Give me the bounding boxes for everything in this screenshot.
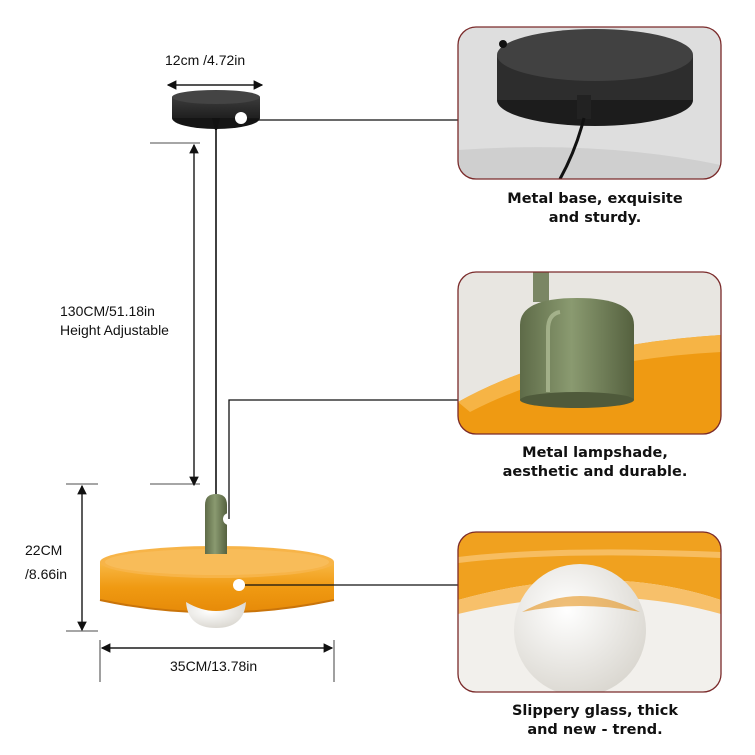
- callout-glass-line1: Slippery glass, thick: [511, 703, 679, 719]
- callout-shade-caption: Metal lampshade, aesthetic and durable.: [465, 444, 725, 482]
- callout-photo-base: [457, 26, 722, 180]
- callout-photo-lampshade: [457, 271, 722, 435]
- height-cm-label: 22CM: [25, 542, 63, 558]
- glass-bulb: [186, 602, 246, 628]
- callout-shade-line2: aesthetic and durable.: [502, 464, 688, 480]
- callout-base-caption: Metal base, exquisite and sturdy.: [465, 190, 725, 228]
- base-width-label: 12cm /4.72in: [165, 52, 246, 68]
- callout-base-line2: and sturdy.: [548, 210, 642, 226]
- callout-glass-line2: and new - trend.: [527, 722, 663, 738]
- orange-shade: [99, 540, 335, 614]
- height-in-label: /8.66in: [25, 566, 68, 582]
- ceiling-canopy: [172, 90, 260, 130]
- shade-width-label: 35CM/13.78in: [170, 658, 258, 674]
- callout-photo-glass: [457, 531, 722, 693]
- callout-shade-line1: Metal lampshade,: [522, 445, 668, 461]
- callout-glass-caption: Slippery glass, thick and new - trend.: [465, 702, 725, 740]
- callout-base-line1: Metal base, exquisite: [507, 191, 683, 207]
- leader-lines: [228, 119, 458, 586]
- cable-length-label: 130CM/51.18in: [60, 303, 155, 319]
- green-socket: [205, 494, 235, 545]
- dimension-lines: [66, 80, 335, 682]
- cable-note-label: Height Adjustable: [60, 322, 169, 338]
